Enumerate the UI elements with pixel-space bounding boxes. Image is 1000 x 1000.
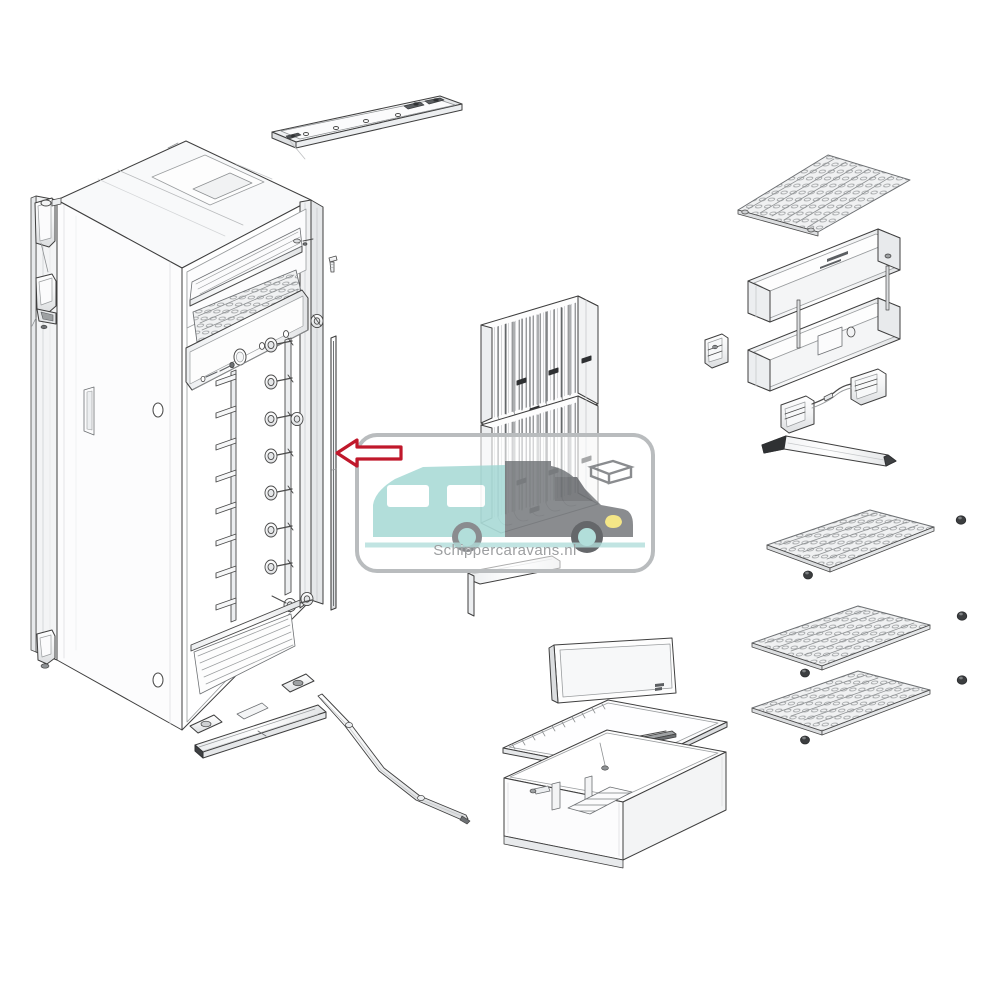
part-drain-tube — [317, 693, 471, 825]
part-latch-cable — [780, 368, 887, 434]
part-door-seal-strip — [330, 335, 337, 611]
part-shelf-support-left — [215, 369, 237, 623]
part-hinge-lower — [31, 273, 57, 330]
part-trim-strip-small — [761, 435, 897, 467]
part-bottom-internal-grill — [190, 599, 301, 695]
part-door-bar-upper — [747, 228, 901, 323]
arrow-shape — [335, 438, 403, 468]
part-shelf-stop-knob-c — [956, 675, 968, 685]
part-hinge-upper — [34, 197, 62, 273]
part-shelf-support-right — [264, 313, 324, 613]
part-control-panel-strip — [185, 289, 309, 391]
part-wire-shelf-a — [766, 509, 935, 580]
part-bottom-rail — [194, 704, 327, 759]
part-top-mounting-rail — [271, 95, 463, 160]
part-base-feet — [189, 673, 315, 734]
part-top-wire-shelf — [737, 154, 911, 237]
part-bracket-clip-left — [704, 333, 729, 369]
part-shelf-stop-knob-a — [955, 515, 967, 525]
part-crisper-front-panel — [548, 637, 677, 704]
callout-arrow-left — [335, 438, 403, 468]
part-shelf-stop-knob-b — [956, 611, 968, 621]
part-hinge-foot — [36, 629, 56, 669]
part-wire-shelf-b — [751, 605, 931, 678]
part-wire-shelf-c — [751, 670, 931, 745]
part-freezer-grill — [189, 227, 314, 307]
part-door-bar-lower — [747, 265, 901, 392]
part-fixing-screw — [328, 255, 338, 273]
part-cabinet-body — [30, 140, 338, 734]
part-crisper-box — [503, 729, 727, 869]
part-evaporator-panel-2 — [467, 395, 599, 617]
